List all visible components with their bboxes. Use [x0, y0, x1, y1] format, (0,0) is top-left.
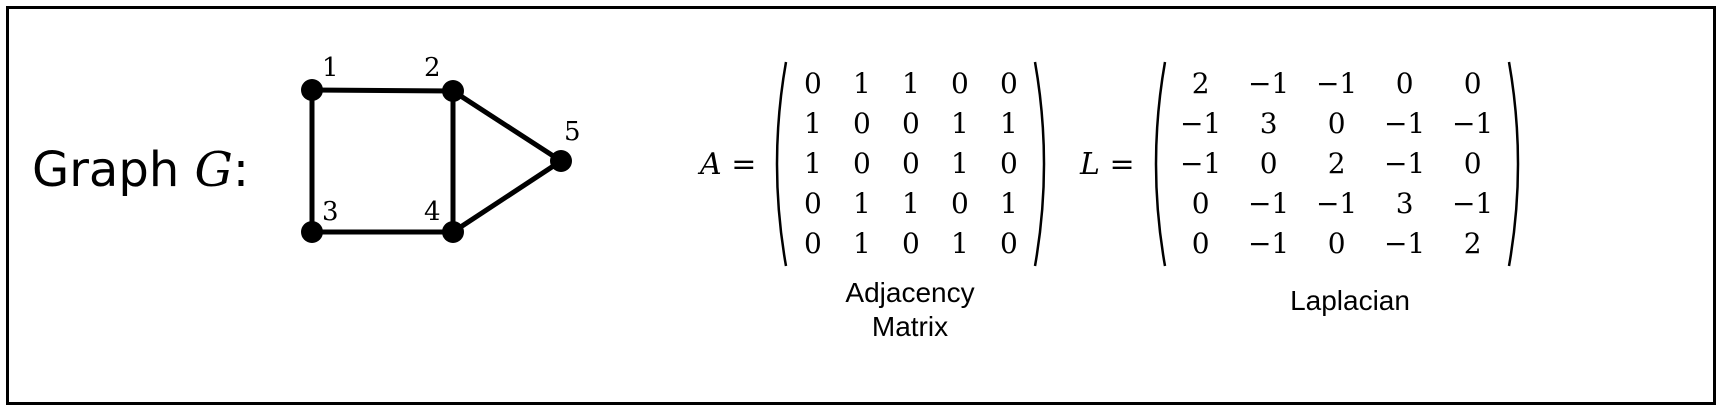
graph-node-5: [550, 150, 572, 172]
laplacian-matrix-cell: −1: [1451, 107, 1494, 140]
laplacian-matrix-cell: −1: [1247, 187, 1290, 220]
graph-title-variable: G: [194, 142, 233, 198]
laplacian-matrix-cells: 2 −1 −1 0 0 −1 3 0 −1 −1 −1 0 2 −1 0 0 −1 −1 3 −1 0 −1 0 −1 2: [1167, 60, 1507, 268]
laplacian-matrix-label: L =: [1080, 147, 1135, 182]
adjacency-matrix-cell: 0: [803, 187, 822, 220]
graph-node-label-5: 5: [564, 117, 581, 147]
graph-title-prefix: Graph: [32, 142, 195, 198]
graph-edge-4-5: [451, 158, 563, 235]
laplacian-matrix-cell: 3: [1395, 187, 1414, 220]
adjacency-matrix-cell: 0: [852, 147, 871, 180]
adjacency-matrix-cell: 1: [950, 107, 969, 140]
laplacian-matrix-cell: −1: [1383, 107, 1426, 140]
adjacency-matrix-cell: 1: [852, 187, 871, 220]
adjacency-matrix-cell: 0: [950, 67, 969, 100]
laplacian-caption: Laplacian: [1290, 285, 1410, 316]
adjacency-matrix-cell: 0: [803, 227, 822, 260]
laplacian-matrix-cell: −1: [1383, 227, 1426, 260]
laplacian-matrix-cell: −1: [1451, 187, 1494, 220]
laplacian-matrix-cell: −1: [1383, 147, 1426, 180]
adjacency-matrix-cell: 1: [901, 187, 920, 220]
laplacian-matrix-cell: 3: [1259, 107, 1278, 140]
graph-node-4: [442, 221, 464, 243]
graph-edge-1-2: [311, 87, 454, 94]
graph-edges: [309, 87, 563, 235]
graph-node-label-2: 2: [424, 53, 441, 83]
laplacian-matrix-cell: 2: [1327, 147, 1346, 180]
adjacency-matrix-cell: 1: [999, 187, 1018, 220]
graph-node-labels: 1 2 3 4 5: [322, 53, 581, 227]
adjacency-matrix-cell: 1: [803, 147, 822, 180]
laplacian-matrix-cell: −1: [1247, 67, 1290, 100]
adjacency-matrix-cell: 0: [901, 147, 920, 180]
laplacian-equals-sign: =: [1099, 146, 1135, 182]
laplacian-matrix-block: L = 2 −1 −1 0 0 −1 3 0 −1 −1 −1 0 2 −1 0 0 −1 −1 3 −1 0 −1 0 −1…: [1080, 60, 1529, 268]
adjacency-matrix-cell: 1: [999, 107, 1018, 140]
adjacency-matrix-symbol: A: [700, 146, 722, 182]
adjacency-matrix-cell: 1: [852, 67, 871, 100]
figure-frame: [6, 6, 1716, 405]
graph-node-label-1: 1: [322, 53, 339, 83]
laplacian-matrix-cell: 0: [1327, 107, 1346, 140]
left-paren-icon: [776, 61, 788, 267]
graph-node-2: [442, 80, 464, 102]
laplacian-matrix-cell: 0: [1191, 227, 1210, 260]
adjacency-matrix-cell: 0: [852, 107, 871, 140]
graph-edge-2-5: [451, 88, 563, 164]
right-paren-icon: [1034, 61, 1046, 267]
adjacency-matrix-cell: 0: [901, 107, 920, 140]
adjacency-matrix-cell: 0: [950, 187, 969, 220]
graph-nodes: [301, 79, 572, 243]
left-paren-icon: [1154, 61, 1166, 267]
laplacian-matrix-cell: 2: [1463, 227, 1482, 260]
graph-node-label-4: 4: [424, 197, 441, 227]
laplacian-matrix-cell: −1: [1179, 147, 1222, 180]
laplacian-matrix-cell: −1: [1179, 107, 1222, 140]
laplacian-matrix-cell: 0: [1327, 227, 1346, 260]
adjacency-equals-sign: =: [721, 146, 757, 182]
adjacency-matrix-cell: 0: [999, 147, 1018, 180]
graph-title-suffix: :: [232, 142, 250, 198]
graph-node-label-3: 3: [322, 197, 339, 227]
laplacian-matrix-symbol: L: [1080, 146, 1100, 182]
adjacency-matrix-cell: 1: [950, 147, 969, 180]
adjacency-matrix-cell: 1: [803, 107, 822, 140]
right-paren-icon: [1507, 61, 1519, 267]
adjacency-matrix-caption: Adjacency Matrix: [845, 277, 975, 342]
laplacian-matrix-cell: 0: [1463, 67, 1482, 100]
adjacency-matrix-cell: 0: [999, 67, 1018, 100]
adjacency-matrix-cell: 0: [803, 67, 822, 100]
laplacian-matrix-cell: −1: [1315, 67, 1358, 100]
laplacian-matrix-cell: 0: [1259, 147, 1278, 180]
graph-title: Graph G:: [32, 140, 249, 200]
graph-diagram: 1 2 3 4 5: [301, 53, 581, 243]
adjacency-matrix-cell: 0: [999, 227, 1018, 260]
laplacian-matrix-cell: 0: [1395, 67, 1414, 100]
adjacency-matrix-cell: 0: [901, 227, 920, 260]
laplacian-matrix-cell: 2: [1191, 67, 1210, 100]
laplacian-matrix-cell: −1: [1315, 187, 1358, 220]
graph-node-1: [301, 79, 323, 101]
adjacency-matrix-label: A =: [700, 147, 756, 182]
laplacian-matrix: 2 −1 −1 0 0 −1 3 0 −1 −1 −1 0 2 −1 0 0 −1 −1 3 −1 0 −1 0 −1 2: [1145, 60, 1529, 268]
laplacian-matrix-cell: 0: [1463, 147, 1482, 180]
laplacian-matrix-cell: −1: [1247, 227, 1290, 260]
adjacency-matrix-cell: 1: [901, 67, 920, 100]
graph-node-3: [301, 221, 323, 243]
adjacency-matrix-cell: 1: [950, 227, 969, 260]
adjacency-matrix-cell: 1: [852, 227, 871, 260]
laplacian-matrix-cell: 0: [1191, 187, 1210, 220]
